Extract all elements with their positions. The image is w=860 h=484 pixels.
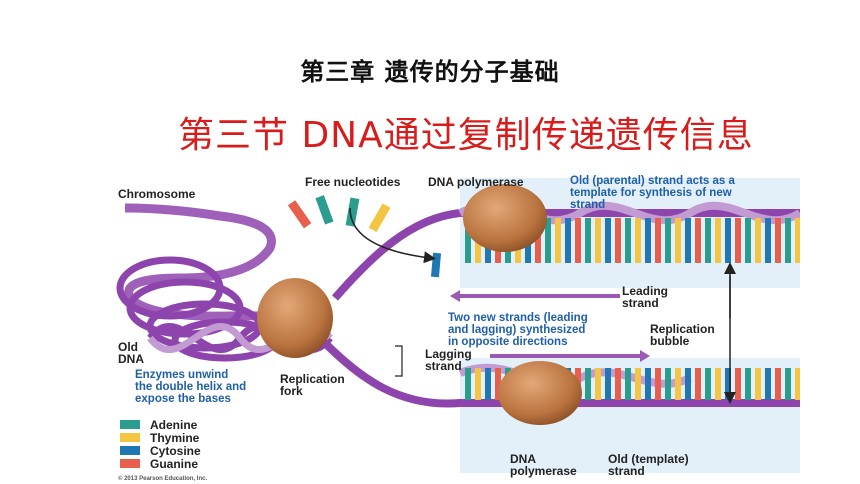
base-pair [535, 218, 541, 263]
annotation-arrows [349, 207, 736, 404]
dna-polymerase-top [463, 184, 547, 252]
label-replication-fork: Replication fork [280, 372, 348, 398]
base-pair [585, 368, 591, 400]
base-pair [775, 218, 781, 263]
base-pair [465, 368, 471, 400]
base-pair [555, 218, 561, 263]
base-pair [575, 218, 581, 263]
helicase-enzyme [257, 278, 333, 358]
base-pair [625, 368, 631, 400]
section-title: 第三节 DNA通过复制传递遗传信息 [178, 115, 754, 156]
label-lagging-strand: Lagging strand [425, 347, 475, 373]
legend-label: Cytosine [150, 444, 201, 458]
base-pair [795, 368, 800, 400]
base-pair [785, 218, 791, 263]
base-pair [465, 218, 471, 263]
base-pair [595, 368, 601, 400]
base-pair [765, 218, 771, 263]
base-pair [715, 218, 721, 263]
base-pair [615, 218, 621, 263]
base-pair [645, 218, 651, 263]
base-pair [755, 368, 761, 400]
base-pair [725, 368, 731, 400]
base-pair [595, 218, 601, 263]
legend-label: Thymine [150, 431, 200, 445]
base-pair [675, 218, 681, 263]
label-replication-bubble: Replication bubble [650, 322, 718, 348]
legend-label: Guanine [150, 457, 198, 471]
base-pair [475, 368, 481, 400]
base-pair [675, 368, 681, 400]
dna-replication-figure: Chromosome Free nucleotides DNA polymera… [116, 175, 800, 482]
base-pair [725, 218, 731, 263]
base-pair [665, 368, 671, 400]
lower-strand [322, 340, 800, 408]
base-pair [545, 218, 551, 263]
dna-polymerase-bottom [498, 361, 582, 425]
base-pair [695, 218, 701, 263]
base-pair [705, 368, 711, 400]
base-pair [715, 368, 721, 400]
base-pair [765, 368, 771, 400]
base-pair [785, 368, 791, 400]
label-old-strand: Old (parental) strand acts as a template… [570, 175, 738, 211]
chapter-title: 第三章 遗传的分子基础 [300, 58, 560, 86]
base-pair [615, 368, 621, 400]
base-pair [705, 218, 711, 263]
base-pair [655, 218, 661, 263]
base-pair [635, 368, 641, 400]
label-enzymes-unwind: Enzymes unwind the double helix and expo… [135, 369, 249, 405]
legend-swatch [120, 420, 140, 429]
free-nucleotides [287, 195, 442, 278]
base-pair [685, 368, 691, 400]
direction-arrows [450, 290, 650, 362]
label-chromosome: Chromosome [118, 187, 196, 201]
label-dna-polymerase-top: DNA polymerase [428, 175, 524, 189]
base-pair [745, 368, 751, 400]
base-pair [795, 218, 800, 263]
base-pair [495, 368, 501, 400]
label-old-template-strand: Old (template) strand [608, 452, 692, 478]
label-two-new-strands: Two new strands (leading and lagging) sy… [448, 312, 591, 348]
label-dna-polymerase-bottom: DNA polymerase [510, 452, 577, 478]
base-pair [755, 218, 761, 263]
legend-swatch [120, 433, 140, 442]
base-pair [685, 218, 691, 263]
label-free-nucleotides: Free nucleotides [305, 175, 401, 189]
copyright-text: © 2013 Pearson Education, Inc. [118, 475, 207, 482]
base-pair [775, 368, 781, 400]
base-pair [485, 368, 491, 400]
base-pair [645, 368, 651, 400]
base-pair [605, 368, 611, 400]
base-pair [695, 368, 701, 400]
fork-bracket [395, 345, 403, 377]
label-old-dna: Old DNA [118, 340, 144, 366]
base-pair [735, 368, 741, 400]
base-pair [745, 218, 751, 263]
base-pair [665, 218, 671, 263]
base-pair [655, 368, 661, 400]
base-pair [585, 218, 591, 263]
legend-swatch [120, 446, 140, 455]
label-leading-strand: Leading strand [622, 284, 671, 310]
base-pair [565, 218, 571, 263]
base-pair [735, 218, 741, 263]
base-pair [635, 218, 641, 263]
base-pair [625, 218, 631, 263]
legend-label: Adenine [150, 418, 198, 432]
legend-swatch [120, 459, 140, 468]
base-pair [605, 218, 611, 263]
